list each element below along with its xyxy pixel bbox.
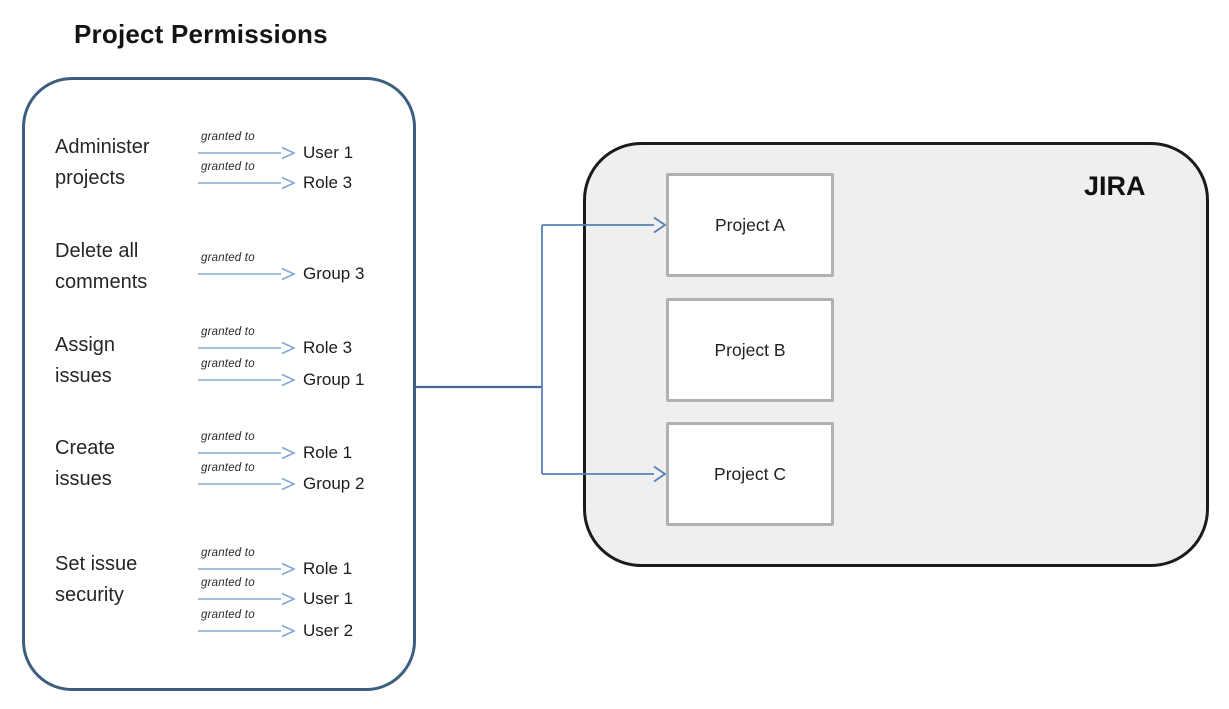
granted-to-arrow-icon: [198, 373, 296, 387]
granted-to-label: granted to: [201, 609, 255, 621]
granted-to-arrow: granted to: [198, 326, 298, 355]
granted-to-arrow-icon: [198, 446, 296, 460]
grant-target-user-2: User 2: [303, 621, 354, 640]
project-box-c: Project C: [666, 422, 834, 526]
granted-to-label: granted to: [201, 161, 255, 173]
grant-target-role-3: Role 3: [303, 173, 353, 192]
granted-to-label: granted to: [201, 462, 255, 474]
granted-to-arrow: granted to: [198, 547, 298, 576]
granted-to-arrow-icon: [198, 562, 296, 576]
grant-target-group-2: Group 2: [303, 474, 365, 493]
page-title: Project Permissions: [74, 19, 328, 49]
grant-target-role-1: Role 1: [303, 443, 353, 462]
project-box-label: Project C: [714, 463, 786, 484]
grant-target-user-1: User 1: [303, 589, 354, 608]
granted-to-label: granted to: [201, 431, 255, 443]
granted-to-label: granted to: [201, 252, 255, 264]
granted-to-arrow: granted to: [198, 462, 298, 491]
granted-to-label: granted to: [201, 358, 255, 370]
jira-label: JIRA: [1084, 171, 1146, 201]
granted-to-label: granted to: [201, 547, 255, 559]
permissions-panel: [22, 77, 416, 691]
grant-target-user-1: User 1: [303, 143, 354, 162]
project-box-b: Project B: [666, 298, 834, 402]
granted-to-arrow-icon: [198, 146, 296, 160]
granted-to-arrow-icon: [198, 176, 296, 190]
granted-to-arrow-icon: [198, 267, 296, 281]
grant-target-role-3: Role 3: [303, 338, 353, 357]
permission-name-set-issue-security: Set issue security: [55, 553, 138, 606]
permission-name-create-issues: Create issues: [55, 437, 116, 490]
permission-name-delete-all-comments: Delete all comments: [55, 240, 148, 293]
granted-to-arrow: granted to: [198, 161, 298, 190]
granted-to-label: granted to: [201, 326, 255, 338]
granted-to-arrow: granted to: [198, 431, 298, 460]
granted-to-arrow-icon: [198, 592, 296, 606]
granted-to-arrow: granted to: [198, 252, 298, 281]
granted-to-arrow-icon: [198, 477, 296, 491]
granted-to-arrow: granted to: [198, 609, 298, 638]
granted-to-label: granted to: [201, 577, 255, 589]
granted-to-arrow: granted to: [198, 577, 298, 606]
granted-to-label: granted to: [201, 131, 255, 143]
grant-target-group-3: Group 3: [303, 264, 365, 283]
permission-name-assign-issues: Assign issues: [55, 334, 116, 387]
project-box-a: Project A: [666, 173, 834, 277]
granted-to-arrow: granted to: [198, 131, 298, 160]
granted-to-arrow-icon: [198, 341, 296, 355]
project-box-label: Project A: [714, 214, 786, 235]
connector-arrows-icon: [415, 216, 667, 483]
grant-target-group-1: Group 1: [303, 370, 365, 389]
granted-to-arrow-icon: [198, 624, 296, 638]
grant-target-role-1: Role 1: [303, 559, 353, 578]
granted-to-arrow: granted to: [198, 358, 298, 387]
project-box-label: Project B: [714, 339, 786, 360]
permission-name-administer-projects: Administer projects: [55, 136, 150, 189]
